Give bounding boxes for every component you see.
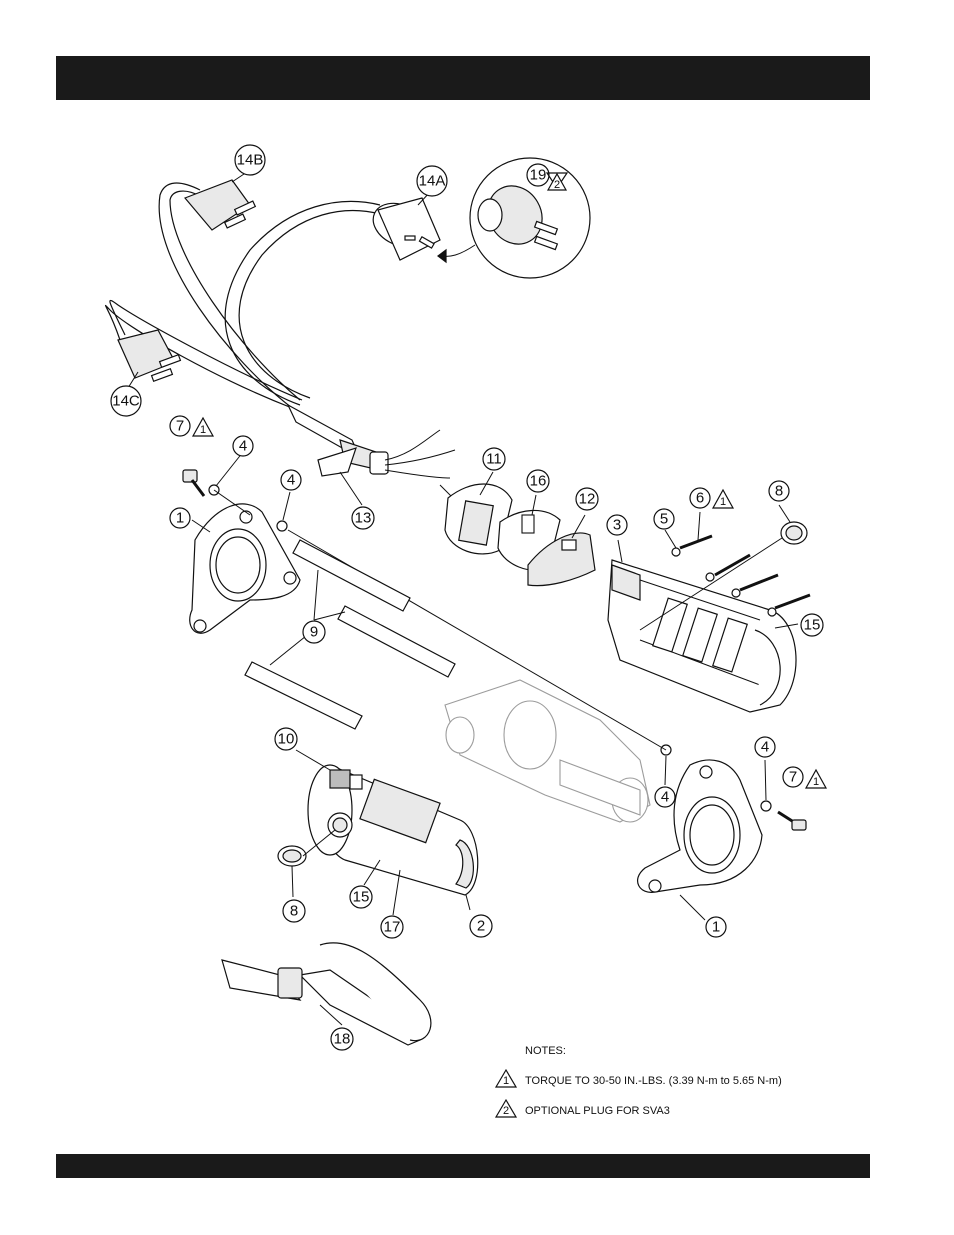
svg-text:11: 11: [486, 451, 502, 468]
svg-text:13: 13: [355, 510, 372, 527]
motor-assembly-ghost: [445, 680, 650, 822]
svg-text:2: 2: [503, 1105, 509, 1117]
svg-text:4: 4: [761, 739, 769, 756]
motor-cover-2: [308, 765, 478, 895]
svg-text:7: 7: [176, 418, 184, 435]
notes-heading: NOTES:: [525, 1045, 566, 1057]
callout-1-right: 1: [706, 917, 726, 937]
svg-text:10: 10: [278, 731, 295, 748]
callout-9: 9: [303, 621, 325, 643]
callout-17: 17: [381, 916, 403, 938]
svg-text:3: 3: [613, 517, 621, 534]
svg-text:14A: 14A: [419, 173, 446, 190]
callout-13: 13: [352, 507, 374, 529]
svg-text:6: 6: [696, 490, 704, 507]
svg-text:1: 1: [712, 919, 720, 936]
callout-4-lower-b: 4: [755, 737, 775, 757]
plug-14c: [118, 330, 180, 381]
note-triangle-7-upper: 1: [193, 418, 213, 436]
svg-text:1: 1: [176, 510, 184, 527]
svg-text:15: 15: [804, 617, 821, 634]
callout-14b: 14B: [235, 145, 265, 175]
callout-7-upper: 7: [170, 416, 190, 436]
note-triangle-7-lower: 1: [806, 770, 826, 788]
svg-text:16: 16: [530, 473, 547, 490]
svg-text:5: 5: [660, 511, 668, 528]
svg-text:1: 1: [720, 496, 726, 508]
svg-text:7: 7: [789, 769, 797, 786]
svg-text:1: 1: [813, 776, 819, 788]
svg-text:19: 19: [530, 167, 547, 184]
svg-text:OPTIONAL PLUG FOR SVA3: OPTIONAL PLUG FOR SVA3: [525, 1105, 670, 1117]
callout-10: 10: [275, 728, 297, 750]
svg-text:12: 12: [579, 491, 596, 508]
callout-3: 3: [607, 515, 627, 535]
callout-15-upper: 15: [801, 614, 823, 636]
optional-plug-inset: [438, 158, 590, 278]
note-item-1: 1 TORQUE TO 30-50 IN.-LBS. (3.39 N-m to …: [496, 1070, 782, 1087]
svg-text:15: 15: [353, 889, 370, 906]
svg-text:4: 4: [661, 789, 669, 806]
callout-1-left: 1: [170, 508, 190, 528]
note-item-2: 2 OPTIONAL PLUG FOR SVA3: [496, 1100, 670, 1117]
svg-text:2: 2: [554, 179, 560, 191]
svg-text:1: 1: [503, 1075, 509, 1087]
callout-15-lower: 15: [350, 886, 372, 908]
callout-14a: 14A: [417, 166, 447, 196]
svg-text:18: 18: [334, 1031, 351, 1048]
callout-14c: 14C: [111, 386, 141, 416]
svg-text:1: 1: [200, 424, 206, 436]
callout-12: 12: [576, 488, 598, 510]
callout-4-upper-a: 4: [233, 436, 253, 456]
callout-8-upper: 8: [769, 481, 789, 501]
note-triangle-6: 1: [713, 490, 733, 508]
callout-2: 2: [470, 915, 492, 937]
callout-4-upper-b: 4: [281, 470, 301, 490]
callout-18: 18: [331, 1028, 353, 1050]
plug-8-lower: [278, 846, 306, 866]
callout-7-lower: 7: [783, 767, 803, 787]
carry-strap-18: [222, 943, 431, 1045]
housing-3: [608, 560, 796, 712]
callout-11: 11: [483, 448, 505, 470]
svg-text:8: 8: [290, 903, 298, 920]
svg-text:TORQUE TO 30-50 IN.-LBS. (3.39: TORQUE TO 30-50 IN.-LBS. (3.39 N-m to 5.…: [525, 1075, 782, 1087]
svg-text:14C: 14C: [112, 393, 140, 410]
callout-8-lower: 8: [283, 900, 305, 922]
notes-block: NOTES: 1 TORQUE TO 30-50 IN.-LBS. (3.39 …: [496, 1045, 782, 1117]
svg-text:8: 8: [775, 483, 783, 500]
callout-4-lower-a: 4: [655, 787, 675, 807]
svg-text:2: 2: [477, 918, 485, 935]
svg-text:4: 4: [287, 472, 295, 489]
callout-6: 6: [690, 488, 710, 508]
svg-text:9: 9: [310, 624, 318, 641]
svg-text:4: 4: [239, 438, 247, 455]
svg-text:14B: 14B: [237, 152, 264, 169]
svg-text:17: 17: [384, 919, 401, 936]
mount-bracket-right: [638, 760, 762, 892]
callout-5: 5: [654, 509, 674, 529]
callout-19: 19: [527, 164, 549, 186]
callout-16: 16: [527, 470, 549, 492]
